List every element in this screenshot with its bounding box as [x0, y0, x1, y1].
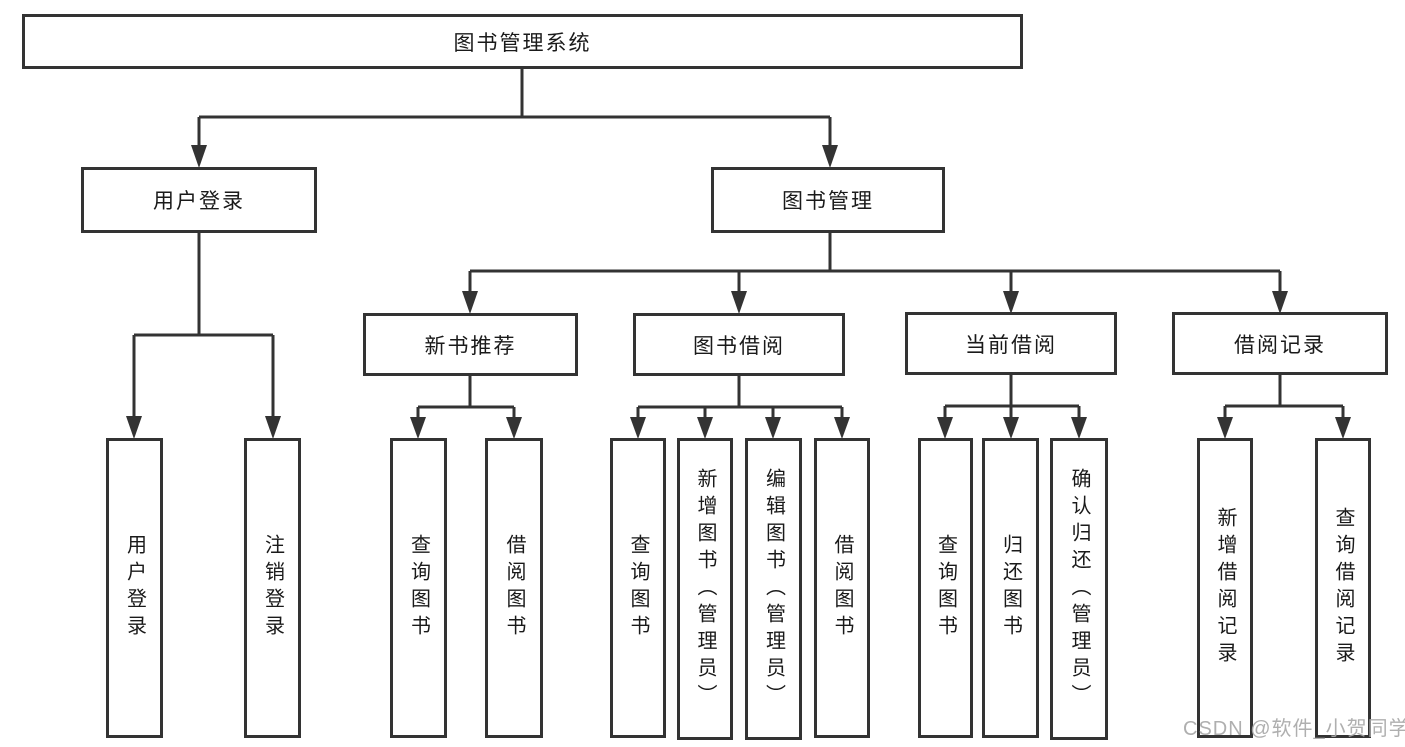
connector-bookmgmt-to-level3 [468, 233, 1282, 292]
node-book-borrowing-label: 图书借阅 [693, 334, 785, 358]
leaf-rec-borrow-book-label: 借阅图书 [503, 534, 525, 642]
node-root: 图书管理系统 [22, 14, 1023, 69]
leaf-cb-search-book: 查询图书 [918, 438, 973, 738]
node-book-management: 图书管理 [711, 167, 945, 233]
node-user-login-label: 用户登录 [153, 190, 245, 213]
leaf-cb-return-book-label: 归还图书 [999, 534, 1022, 642]
connector-currentborrow-to-leaves [943, 375, 1081, 419]
leaf-br-search-record: 查询借阅记录 [1315, 438, 1371, 738]
node-book-management-label: 图书管理 [782, 190, 874, 213]
connector-borrowrecord-to-leaves [1223, 375, 1345, 419]
leaf-br-add-record-label: 新增借阅记录 [1214, 507, 1236, 669]
leaf-bb-borrow-book: 借阅图书 [814, 438, 870, 738]
leaf-user-login: 用户登录 [106, 438, 163, 738]
leaf-bb-add-book-admin-label: 新增图书（管理员） [694, 467, 716, 711]
node-book-borrowing: 图书借阅 [633, 313, 845, 376]
node-current-borrowing-label: 当前借阅 [965, 333, 1057, 357]
connector-root-to-level2 [197, 69, 832, 146]
connector-bookborrow-to-leaves [636, 376, 844, 419]
leaf-cb-return-book: 归还图书 [982, 438, 1039, 738]
leaf-br-add-record: 新增借阅记录 [1197, 438, 1253, 738]
leaf-rec-search-book: 查询图书 [390, 438, 447, 738]
node-borrowing-records: 借阅记录 [1172, 312, 1388, 375]
node-user-login: 用户登录 [81, 167, 317, 233]
leaf-bb-search-book-label: 查询图书 [627, 534, 649, 642]
node-current-borrowing: 当前借阅 [905, 312, 1117, 375]
leaf-bb-edit-book-admin: 编辑图书（管理员） [745, 438, 802, 740]
leaf-bb-add-book-admin: 新增图书（管理员） [677, 438, 733, 740]
leaf-br-search-record-label: 查询借阅记录 [1332, 507, 1354, 669]
leaf-bb-borrow-book-label: 借阅图书 [831, 534, 853, 642]
node-new-book-recommend-label: 新书推荐 [424, 334, 517, 358]
leaf-bb-search-book: 查询图书 [610, 438, 666, 738]
arrowheads [126, 145, 1351, 439]
node-new-book-recommend: 新书推荐 [363, 313, 578, 376]
leaf-rec-search-book-label: 查询图书 [407, 534, 430, 642]
connector-newbookrec-to-leaves [416, 376, 516, 419]
leaf-cb-confirm-return-admin: 确认归还（管理员） [1050, 438, 1108, 740]
leaf-logout-label: 注销登录 [261, 534, 284, 642]
node-root-label: 图书管理系统 [453, 31, 592, 55]
leaf-rec-borrow-book: 借阅图书 [485, 438, 543, 738]
leaf-logout: 注销登录 [244, 438, 301, 738]
watermark: CSDN @软件_小贺同学 [1183, 718, 1405, 740]
leaf-bb-edit-book-admin-label: 编辑图书（管理员） [762, 467, 785, 711]
node-borrowing-records-label: 借阅记录 [1234, 333, 1326, 357]
leaf-cb-search-book-label: 查询图书 [934, 534, 957, 642]
leaf-user-login-label: 用户登录 [123, 534, 146, 642]
connector-userlogin-to-leaves [132, 233, 275, 417]
leaf-cb-confirm-return-admin-label: 确认归还（管理员） [1068, 467, 1090, 711]
